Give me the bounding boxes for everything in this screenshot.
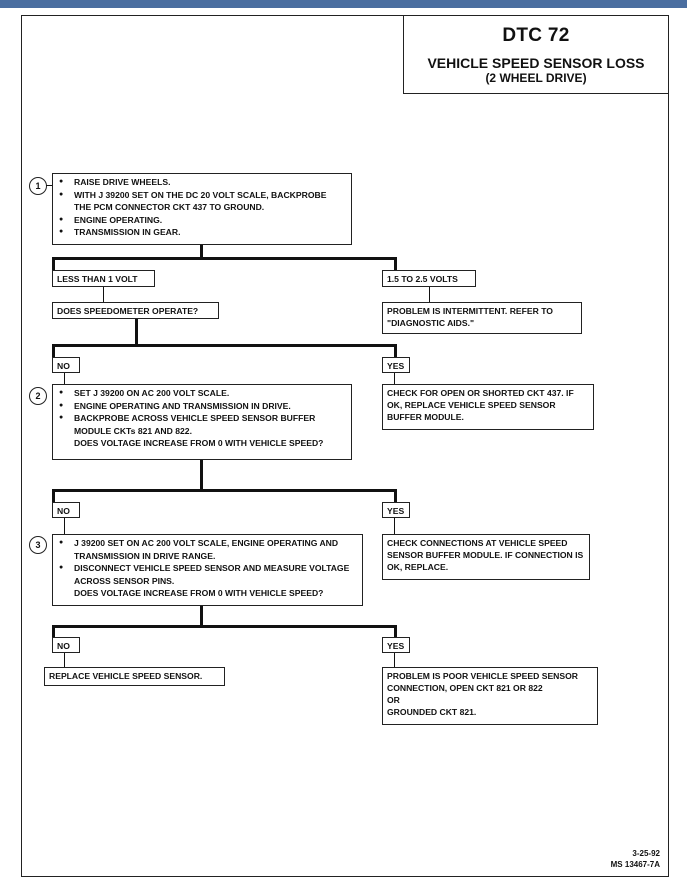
flow-line	[394, 518, 395, 535]
speedometer-question: DOES SPEEDOMETER OPERATE?	[52, 302, 219, 319]
dtc-code: DTC 72	[502, 25, 570, 46]
branch-bar-4	[52, 625, 397, 628]
flow-line	[52, 257, 55, 271]
step-2-yes-action: CHECK FOR OPEN OR SHORTED CKT 437. IF OK…	[382, 384, 594, 430]
flow-line	[64, 653, 65, 668]
branch-bar-2	[52, 344, 397, 347]
flow-line	[52, 344, 55, 358]
flow-line	[394, 653, 395, 668]
dtc-title: VEHICLE SPEED SENSOR LOSS	[427, 55, 645, 71]
flow-line	[64, 373, 65, 385]
branch-1-no: NO	[52, 357, 80, 373]
flow-line	[394, 257, 397, 271]
step-1-box: RAISE DRIVE WHEELS. WITH J 39200 SET ON …	[52, 173, 352, 245]
flow-line	[52, 489, 55, 503]
step-3-bullet: DISCONNECT VEHICLE SPEED SENSOR AND MEAS…	[59, 562, 357, 587]
flow-line	[394, 344, 397, 358]
flow-line	[200, 606, 203, 627]
flow-line	[200, 245, 203, 259]
final-yes-action: PROBLEM IS POOR VEHICLE SPEED SENSOR CON…	[382, 667, 598, 725]
result-1-5-to-2-5-volts: 1.5 TO 2.5 VOLTS	[382, 270, 476, 287]
step-3-question: DOES VOLTAGE INCREASE FROM 0 WITH VEHICL…	[74, 588, 324, 599]
flow-line	[64, 518, 65, 535]
branch-2-no: NO	[52, 502, 80, 518]
step-2-bullet: ENGINE OPERATING AND TRANSMISSION IN DRI…	[59, 400, 346, 413]
step-2-box: SET J 39200 ON AC 200 VOLT SCALE. ENGINE…	[52, 384, 352, 460]
step-1-marker: 1	[29, 177, 47, 195]
flow-line	[429, 287, 430, 303]
replace-sensor-action: REPLACE VEHICLE SPEED SENSOR.	[44, 667, 225, 686]
step-3-yes-action: CHECK CONNECTIONS AT VEHICLE SPEED SENSO…	[382, 534, 590, 580]
step-3-box: J 39200 SET ON AC 200 VOLT SCALE, ENGINE…	[52, 534, 363, 606]
footer-date: 3-25-92	[632, 849, 660, 858]
intermittent-result: PROBLEM IS INTERMITTENT. REFER TO "DIAGN…	[382, 302, 582, 334]
step-2-bullet: BACKPROBE ACROSS VEHICLE SPEED SENSOR BU…	[59, 412, 346, 437]
branch-bar-3	[52, 489, 397, 492]
window-top-bar	[0, 0, 687, 8]
dtc-subtitle: (2 WHEEL DRIVE)	[485, 71, 587, 85]
step-1-bullet: TRANSMISSION IN GEAR.	[59, 226, 346, 239]
final-yes-line: OR	[387, 695, 400, 705]
result-less-than-1-volt: LESS THAN 1 VOLT	[52, 270, 155, 287]
branch-2-yes: YES	[382, 502, 410, 518]
step-2-question: DOES VOLTAGE INCREASE FROM 0 WITH VEHICL…	[74, 438, 324, 449]
step-1-bullet: RAISE DRIVE WHEELS.	[59, 176, 346, 189]
branch-3-no: NO	[52, 637, 80, 653]
final-yes-line: GROUNDED CKT 821.	[387, 707, 477, 717]
step-1-bullet: WITH J 39200 SET ON THE DC 20 VOLT SCALE…	[59, 189, 346, 214]
step-2-marker: 2	[29, 387, 47, 405]
step-1-bullet: ENGINE OPERATING.	[59, 214, 346, 227]
step-3-marker: 3	[29, 536, 47, 554]
flow-line	[394, 489, 397, 503]
flow-line	[394, 625, 397, 638]
title-block: DTC 72 VEHICLE SPEED SENSOR LOSS (2 WHEE…	[403, 15, 669, 94]
branch-3-yes: YES	[382, 637, 410, 653]
final-yes-line: PROBLEM IS POOR VEHICLE SPEED SENSOR CON…	[387, 671, 579, 693]
step-3-bullet: J 39200 SET ON AC 200 VOLT SCALE, ENGINE…	[59, 537, 357, 562]
flow-line	[103, 287, 104, 303]
flow-line	[52, 625, 55, 638]
footer-ref: MS 13467-7A	[610, 860, 660, 869]
footer: 3-25-92 MS 13467-7A	[560, 848, 660, 870]
branch-bar-1	[52, 257, 397, 260]
step-2-bullet: SET J 39200 ON AC 200 VOLT SCALE.	[59, 387, 346, 400]
page-frame	[21, 15, 669, 877]
flow-line	[200, 460, 203, 492]
flow-line	[394, 373, 395, 385]
branch-1-yes: YES	[382, 357, 410, 373]
step-1-connector	[46, 185, 52, 186]
flow-line	[135, 319, 138, 346]
